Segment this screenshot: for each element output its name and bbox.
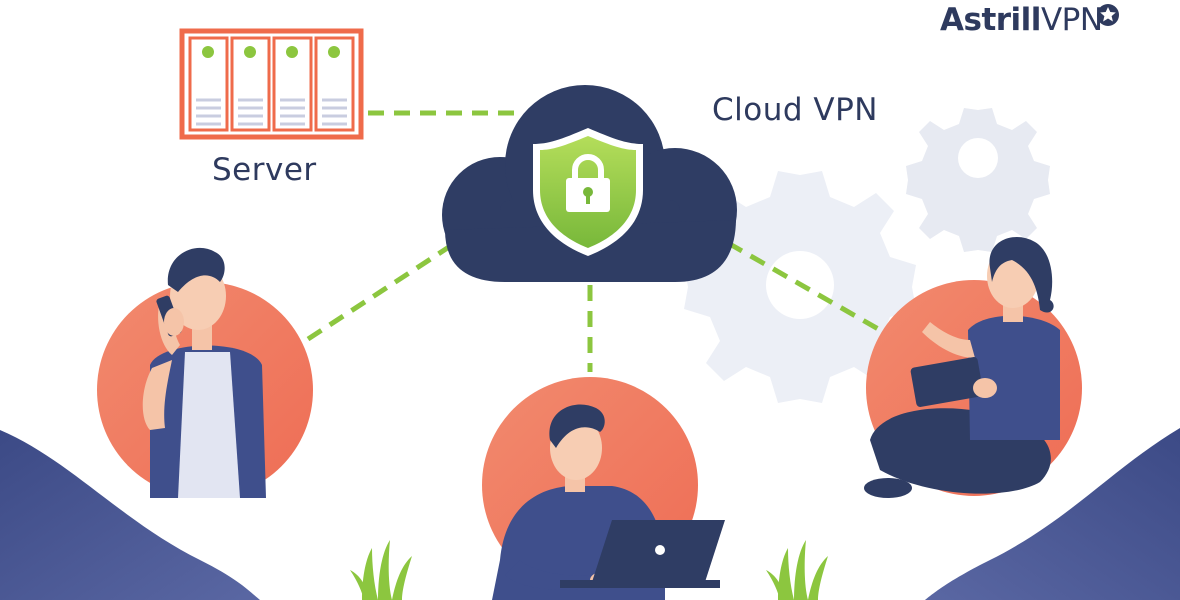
brand-logo: AstrillVPN [940,2,1103,38]
connection-lines [300,110,882,372]
phone-user [97,247,313,498]
tablet-user [864,237,1082,498]
shield-lock-icon [533,128,643,256]
brand-name-bold: Astrill [940,2,1041,38]
grass-left [350,540,412,600]
tablet-icon [910,357,984,407]
laptop-user [482,377,725,600]
laptop-icon [560,520,725,588]
line-cloud-tablet-user [726,240,882,333]
left-hill [0,430,260,600]
line-cloud-phone-user [300,242,454,346]
server-rack-icon [179,28,364,140]
lock-icon [566,154,610,212]
star-badge-icon [1097,4,1119,26]
cloud-vpn-label: Cloud VPN [712,92,878,128]
gear-small-icon [906,108,1050,252]
right-hill [925,428,1180,600]
brand-name-light: VPN [1040,2,1103,38]
server-label: Server [212,152,317,188]
grass-right [766,540,828,600]
